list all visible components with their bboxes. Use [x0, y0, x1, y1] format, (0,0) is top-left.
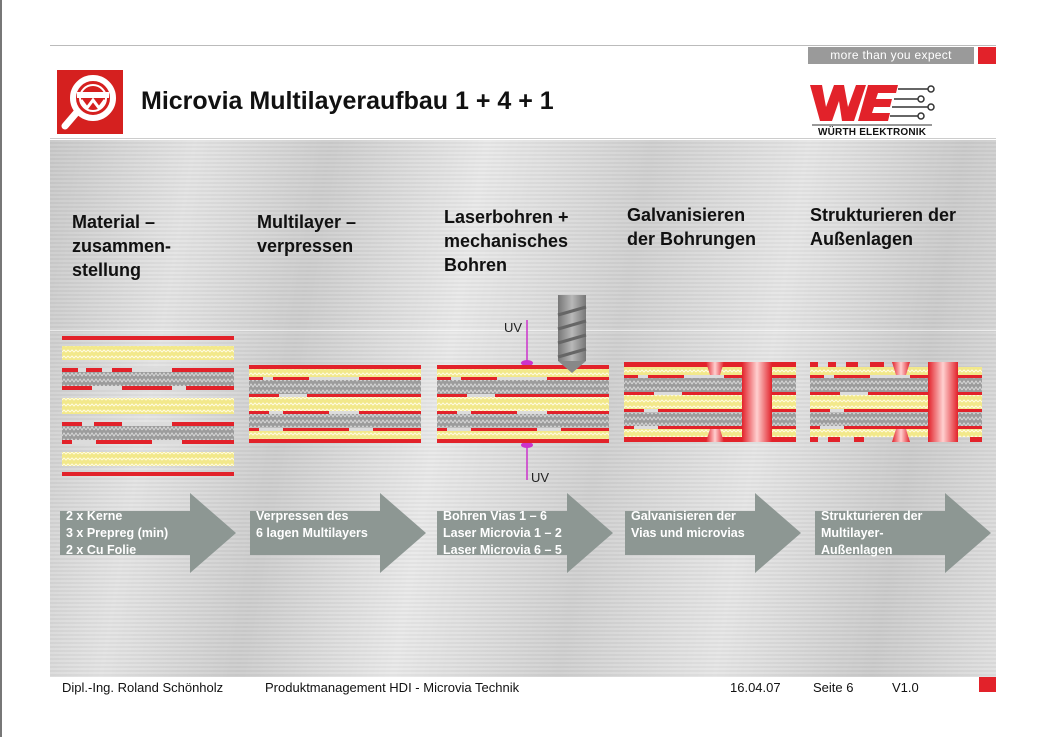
footer-page: Seite 6	[813, 680, 854, 695]
page-title: Microvia Multilayeraufbau 1 + 4 + 1	[141, 87, 554, 115]
top-rule	[50, 45, 996, 46]
tagline-red-square	[978, 47, 996, 64]
footer-department: Produktmanagement HDI - Microvia Technik	[265, 680, 520, 695]
step-title-plating: Galvanisieren der Bohrungen	[627, 205, 756, 249]
arrow-press	[250, 493, 426, 573]
stack-plated-holes	[624, 362, 796, 442]
footer-author: Dipl.-Ing. Roland Schönholz	[62, 680, 224, 695]
arrow-structuring	[815, 493, 991, 573]
drill-bit-icon	[557, 295, 587, 373]
page-left-border	[0, 0, 2, 737]
step-title-structuring: Strukturieren der Außenlagen	[810, 205, 957, 249]
stack-structured-outer-layers	[810, 362, 982, 442]
stack-drilling	[437, 295, 609, 480]
microvia-logo-icon	[57, 70, 123, 134]
step-title-drill: Laserbohren + mechanisches Bohren	[444, 207, 569, 275]
arrow-text-material: 2 x Kerne 3 x Prepreg (min) 2 x Cu Folie	[66, 509, 169, 557]
step-title-material: Material – zusammen- stellung	[72, 212, 172, 280]
arrow-text-plating: Galvanisieren der Vias und microvias	[631, 509, 745, 540]
uv-label-top: UV	[504, 320, 523, 335]
uv-label-bottom: UV	[531, 470, 550, 485]
brand-name: WÜRTH ELEKTRONIK	[818, 127, 927, 138]
footer-version: V1.0	[892, 680, 919, 695]
arrow-drill	[437, 493, 613, 573]
arrow-text-structuring: Strukturieren der Multilayer- Außenlagen	[821, 509, 923, 557]
arrow-text-drill: Bohren Vias 1 – 6 Laser Microvia 1 – 2 L…	[443, 509, 562, 557]
footer-date: 16.04.07	[730, 680, 781, 695]
stack-pressed-multilayer	[249, 365, 421, 443]
slide-header: Microvia Multilayeraufbau 1 + 4 + 1 WÜRT…	[50, 65, 996, 139]
step-title-press: Multilayer – verpressen	[257, 212, 357, 256]
wurth-logo-icon	[802, 79, 942, 131]
footer-red-square	[979, 677, 996, 692]
arrow-material	[60, 493, 236, 573]
arrow-plating	[625, 493, 801, 573]
arrow-text-press: Verpressen des 6 lagen Multilayers	[256, 509, 368, 540]
tagline-bar: more than you expect	[808, 47, 974, 64]
stack-material-composition	[62, 336, 234, 476]
